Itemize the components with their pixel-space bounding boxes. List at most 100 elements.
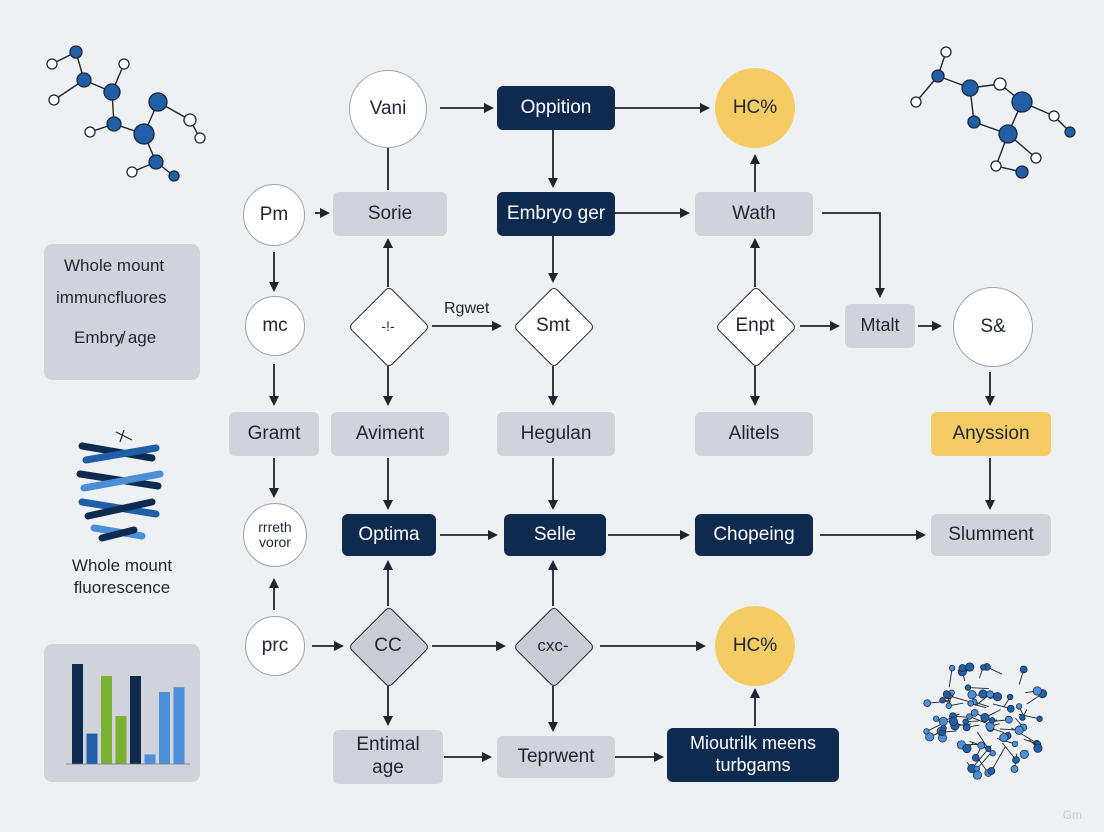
- cluster-node: [988, 717, 996, 724]
- node-mtalt: Mtalt: [845, 304, 915, 348]
- cluster-node: [1010, 765, 1019, 773]
- cluster-node: [985, 745, 992, 752]
- mini-bar: [159, 692, 170, 764]
- cluster-node: [987, 767, 996, 775]
- cluster-node: [933, 715, 940, 722]
- side-caption-line2: fluorescence: [73, 578, 171, 597]
- cluster-link: [976, 731, 989, 750]
- cluster-link: [967, 687, 989, 690]
- mini-bar: [115, 716, 127, 764]
- mini-bar: [101, 676, 112, 764]
- cluster-node: [1032, 686, 1042, 696]
- cluster-node: [967, 690, 977, 700]
- node-teprwent: Teprwent: [497, 736, 615, 778]
- node-enpt-label: Enpt: [735, 315, 775, 336]
- cluster-node: [938, 716, 948, 726]
- node-cc-label: CC: [374, 635, 402, 656]
- cluster-node: [1011, 740, 1019, 748]
- cluster-node: [1019, 714, 1026, 721]
- cluster-node: [925, 732, 935, 742]
- cluster-node: [971, 753, 980, 762]
- cluster-node: [923, 699, 932, 708]
- cluster-node: [1019, 749, 1029, 759]
- cluster-node: [1036, 715, 1043, 722]
- cluster-node: [962, 718, 969, 725]
- node-rreth-voror: rrreth voror: [243, 503, 307, 567]
- cluster-node: [1007, 693, 1014, 701]
- node-wath: Wath: [695, 192, 813, 236]
- cluster-link: [969, 716, 990, 725]
- cluster-node: [978, 689, 988, 699]
- cluster-node: [939, 697, 946, 704]
- cluster-link: [990, 746, 1006, 772]
- edge-wath-mtalt: [822, 212, 885, 298]
- cluster-node: [1014, 725, 1024, 735]
- node-hegulan: Hegulan: [497, 412, 615, 456]
- cluster-node: [948, 716, 958, 726]
- node-optima: Optima: [342, 514, 436, 556]
- cluster-node: [1015, 703, 1023, 710]
- mini-bar: [173, 687, 185, 764]
- cluster-node: [948, 664, 956, 672]
- cluster-node: [962, 743, 972, 754]
- cluster-node: [945, 702, 952, 709]
- cluster-node: [986, 690, 994, 699]
- cluster-node: [1012, 756, 1020, 764]
- node-mc: mc: [245, 296, 305, 356]
- edge-label-rgwet: Rgwet: [444, 300, 490, 317]
- node-sorie: Sorie: [333, 192, 447, 236]
- node-cluster-icon: [923, 662, 1048, 780]
- molecule-network-icon-right: [910, 46, 1076, 179]
- cluster-node: [967, 700, 974, 707]
- node-smt-label: Smt: [536, 315, 570, 336]
- node-alitels: Alitels: [695, 412, 813, 456]
- node-prc: prc: [245, 616, 305, 676]
- cluster-node: [1033, 743, 1043, 753]
- cluster-node: [940, 725, 947, 732]
- cluster-node: [970, 708, 979, 717]
- cluster-node: [1019, 665, 1028, 674]
- node-anyssion: Anyssion: [931, 412, 1051, 456]
- cluster-node: [964, 684, 972, 691]
- cluster-node: [966, 713, 973, 720]
- cluster-node: [1005, 715, 1013, 724]
- cluster-node: [977, 741, 986, 750]
- cluster-node: [958, 664, 967, 672]
- node-mioutrilk: Mioutrilk meens turbgams: [667, 728, 839, 782]
- node-aviment: Aviment: [331, 412, 449, 456]
- cluster-node: [999, 733, 1009, 743]
- node-slumment: Slumment: [931, 514, 1051, 556]
- cluster-node: [980, 713, 990, 723]
- mini-bar: [72, 664, 83, 764]
- mini-bar: [130, 676, 141, 764]
- node-embryo-ger: Embryo ger: [497, 192, 615, 236]
- mini-bar: [86, 733, 98, 764]
- node-vani: Vani: [349, 70, 427, 148]
- cluster-node: [980, 664, 987, 671]
- node-chopeing: Chopeing: [695, 514, 813, 556]
- node-oppition: Oppition: [497, 86, 615, 130]
- node-selle: Selle: [504, 514, 606, 556]
- node-hc-bottom: HC%: [715, 606, 795, 686]
- cluster-node: [992, 692, 1003, 702]
- watermark: Gm: [1062, 808, 1082, 822]
- node-hc-top: HC%: [715, 68, 795, 148]
- side-caption-line1: Whole mount: [71, 556, 173, 575]
- node-diamond-left-label: -!-: [381, 318, 395, 334]
- node-pm: Pm: [243, 184, 305, 246]
- node-entimal-age: Entimal age: [333, 730, 443, 784]
- node-cxc-label: cxc-: [537, 636, 569, 655]
- cluster-node: [962, 723, 971, 732]
- cluster-node: [1006, 704, 1015, 713]
- cluster-node: [989, 750, 996, 757]
- side-panel: [44, 244, 200, 380]
- dna-helix-icon: [76, 429, 164, 542]
- cluster-node: [942, 690, 951, 699]
- cluster-link: [948, 667, 953, 688]
- bar-chart-icon: [44, 644, 200, 782]
- cluster-link: [976, 753, 991, 770]
- cluster-node: [972, 770, 982, 780]
- side-panel-line1: Whole mount: [64, 256, 165, 275]
